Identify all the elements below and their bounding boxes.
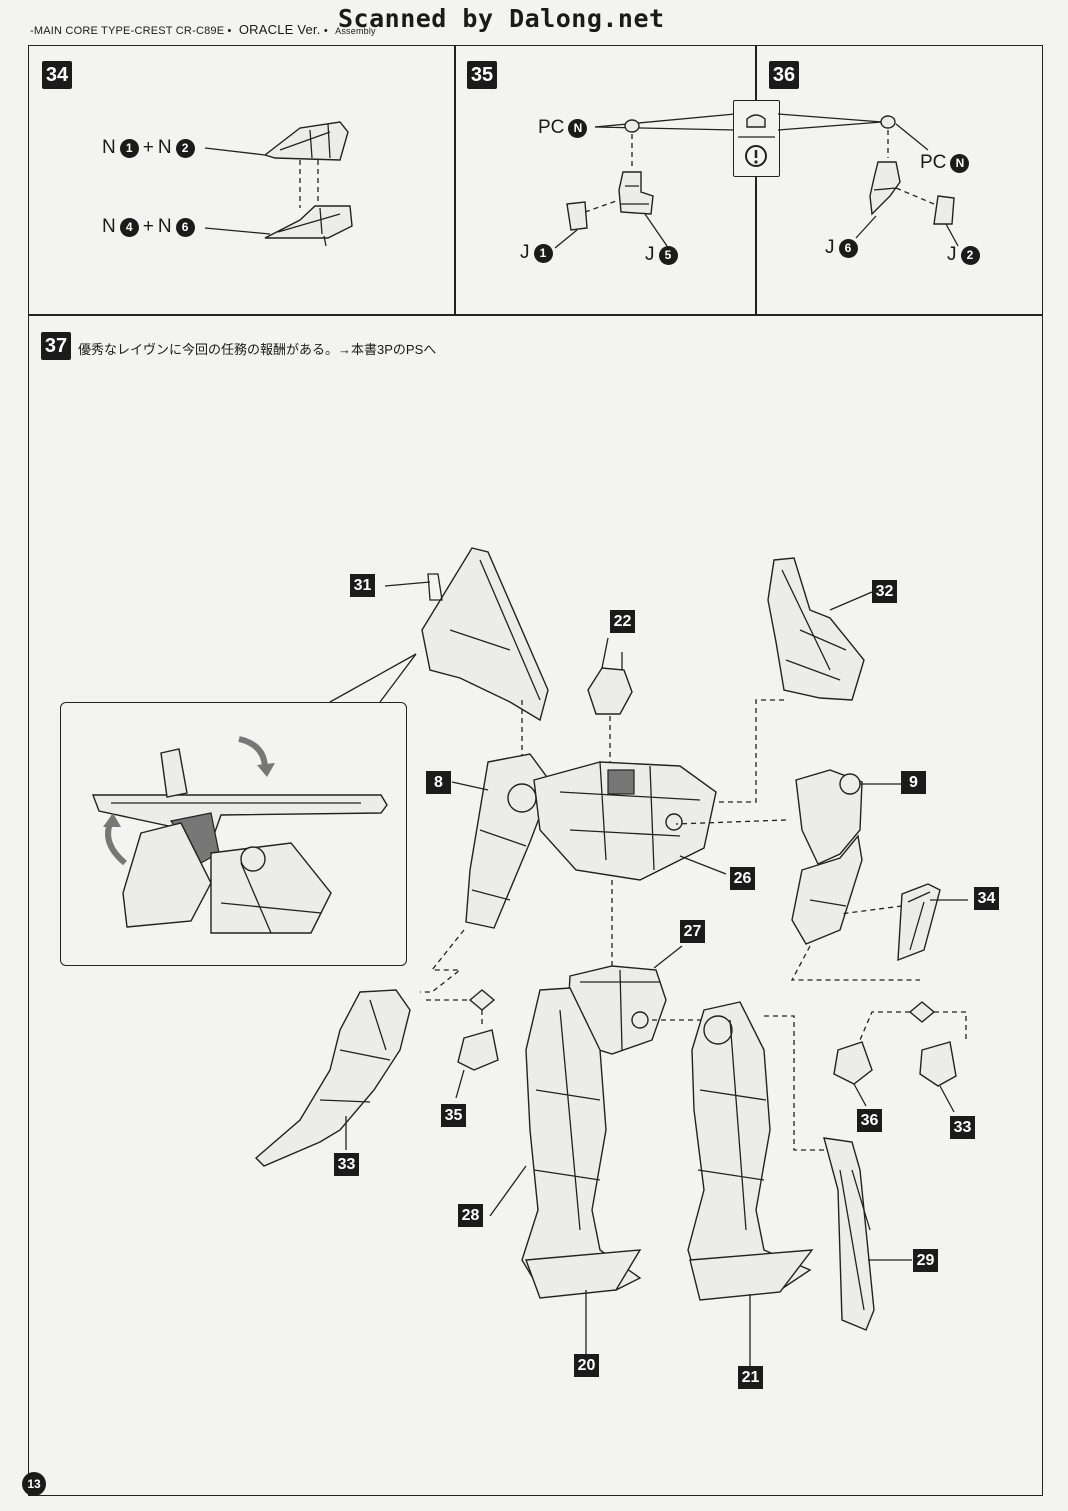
arrow-head-icon	[257, 763, 275, 777]
head-part	[587, 667, 633, 715]
pc-runner: N	[568, 118, 588, 138]
part-tag: 21	[738, 1366, 763, 1389]
rifle-part	[254, 989, 411, 1167]
joint-cap-part	[566, 201, 588, 231]
rotate-arrow-icon	[105, 819, 127, 866]
pc-text: PC	[920, 152, 947, 173]
runner-number: 1	[119, 138, 139, 158]
hand-part	[919, 1041, 957, 1087]
shoulder-cannon-part	[421, 547, 549, 722]
j-runner: 2	[960, 245, 980, 265]
detail-inset	[60, 702, 407, 966]
joint-block-part	[869, 161, 901, 216]
part-tag: 33	[950, 1116, 975, 1139]
part-tag: 35	[441, 1104, 466, 1127]
step-37-note: 優秀なレイヴンに今回の任務の報酬がある。→本書3PのPSへ	[78, 342, 437, 357]
divider	[755, 45, 757, 315]
step-36-illustration	[778, 113, 959, 247]
step-number-35: 35	[467, 61, 497, 89]
part-tag: 9	[901, 771, 926, 794]
pc-joint-part	[880, 115, 896, 129]
j-text: J	[520, 242, 530, 263]
page-number: 13	[22, 1472, 46, 1496]
header-model: -MAIN CORE TYPE-CREST CR-C89E • ORACLE V…	[30, 22, 376, 37]
back-unit-part	[767, 557, 865, 701]
part-tag: 8	[426, 771, 451, 794]
dot-icon: •	[323, 25, 328, 37]
model-name: -MAIN CORE TYPE-CREST CR-C89E	[30, 25, 225, 37]
part-tag: 34	[974, 887, 999, 910]
part-tag: 28	[458, 1204, 483, 1227]
j-runner: 5	[658, 245, 678, 265]
part-tag: 36	[857, 1109, 882, 1132]
part-tag: 32	[872, 580, 897, 603]
runner-letter: N	[157, 137, 172, 158]
version-label: ORACLE Ver.	[238, 22, 321, 37]
joint-cap-part	[933, 195, 955, 225]
arrow-head-icon	[103, 813, 121, 827]
j-runner: 1	[533, 243, 553, 263]
j-text: J	[947, 244, 957, 265]
plus-sign: +	[142, 137, 154, 158]
runner-number: 4	[119, 217, 139, 237]
part-tag: 29	[913, 1249, 938, 1272]
hand-part	[457, 1029, 499, 1071]
cannon-barrel-part	[91, 794, 388, 845]
caution-icon	[738, 114, 775, 167]
part-tag: 31	[350, 574, 375, 597]
plus-sign: +	[142, 216, 154, 237]
core-torso-part	[533, 761, 717, 881]
j-runner: 6	[838, 238, 858, 258]
runner-letter: N	[102, 216, 116, 237]
pc-text: PC	[538, 117, 565, 138]
step-number-37: 37	[41, 332, 71, 360]
j-text: J	[825, 237, 835, 258]
scan-credit: Scanned by Dalong.net	[338, 4, 665, 33]
right-leg-part	[687, 1001, 812, 1291]
part-tag: 20	[574, 1354, 599, 1377]
part-tag: 26	[730, 867, 755, 890]
hand-part	[833, 1041, 873, 1085]
lower-armor-part	[264, 205, 353, 239]
section-label: Assembly	[335, 26, 376, 36]
divider	[28, 314, 1043, 316]
pc-joint-part	[624, 119, 640, 133]
left-leg-part	[521, 987, 642, 1291]
step-37-illustration	[254, 547, 968, 1372]
part-tag: 33	[334, 1153, 359, 1176]
step-35-illustration	[555, 113, 736, 249]
step-number-34: 34	[42, 61, 72, 89]
step-number-36: 36	[769, 61, 799, 89]
part-tag: 27	[680, 920, 705, 943]
caution-box	[733, 100, 780, 177]
divider	[454, 45, 456, 315]
runner-letter: N	[157, 216, 172, 237]
runner-number: 2	[175, 138, 195, 158]
pc-runner: N	[950, 153, 970, 173]
step-34-illustration	[204, 121, 353, 247]
runner-number: 6	[175, 217, 195, 237]
joint-block-part	[618, 171, 654, 215]
dot-icon: •	[227, 25, 232, 37]
runner-letter: N	[102, 137, 116, 158]
booster-part	[823, 1137, 875, 1331]
page-frame	[28, 45, 1043, 1496]
j-text: J	[645, 244, 655, 265]
connector-diamond-icon	[908, 1001, 936, 1023]
part-tag: 22	[610, 610, 635, 633]
forearm-armor-part	[897, 883, 941, 962]
detail-inset-illustration	[91, 736, 388, 934]
connector-diamond-icon	[468, 989, 496, 1011]
